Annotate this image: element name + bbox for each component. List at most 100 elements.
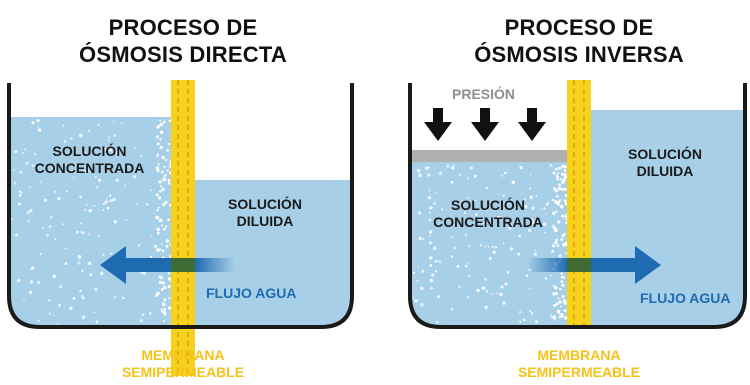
solute-particle	[446, 164, 450, 168]
solute-particle	[438, 260, 441, 264]
solute-particle	[167, 306, 172, 310]
solute-particle	[485, 209, 488, 211]
solute-particle	[558, 300, 562, 304]
solute-particle	[557, 200, 561, 204]
solute-particle	[430, 286, 433, 290]
solute-particle	[115, 178, 119, 182]
solute-particle	[553, 187, 556, 190]
solute-particle	[37, 128, 42, 132]
solute-particle	[552, 315, 557, 320]
solute-particle	[163, 312, 167, 316]
solute-particle	[560, 305, 562, 308]
right-title: PROCESO DE ÓSMOSIS INVERSA	[429, 14, 729, 68]
solute-particle	[165, 225, 168, 228]
right-diluted-line2: DILUIDA	[636, 163, 694, 179]
solute-particle	[518, 234, 522, 238]
solute-particle	[509, 218, 512, 221]
solute-particle	[485, 186, 489, 190]
solute-particle	[47, 299, 51, 302]
left-diluted-label: SOLUCIÓN DILUIDA	[205, 196, 325, 230]
solute-particle	[155, 193, 159, 197]
solute-particle	[525, 274, 529, 277]
solute-particle	[563, 173, 567, 176]
solute-particle	[156, 248, 160, 252]
solute-particle	[110, 252, 113, 255]
solute-particle	[485, 290, 489, 293]
solute-particle	[559, 288, 562, 291]
solute-particle	[52, 274, 56, 279]
solute-particle	[466, 261, 469, 264]
solute-particle	[93, 311, 96, 314]
solute-particle	[561, 187, 564, 191]
solute-particle	[555, 302, 559, 306]
solute-particle	[149, 312, 152, 315]
solute-particle	[529, 195, 533, 200]
left-title: PROCESO DE ÓSMOSIS DIRECTA	[33, 14, 333, 68]
solute-particle	[560, 280, 564, 283]
solute-particle	[163, 176, 166, 178]
solute-particle	[64, 262, 68, 265]
left-title-line1: PROCESO DE	[108, 15, 258, 40]
right-title-line1: PROCESO DE	[504, 15, 654, 40]
solute-particle	[552, 226, 555, 230]
solute-particle	[156, 209, 159, 212]
solute-particle	[517, 252, 521, 256]
solute-particle	[502, 194, 505, 197]
solute-particle	[554, 240, 558, 245]
solute-particle	[169, 255, 172, 258]
solute-particle	[18, 194, 22, 197]
solute-particle	[549, 314, 552, 317]
solute-particle	[161, 310, 163, 313]
solute-particle	[530, 218, 534, 222]
solute-particle	[551, 316, 553, 319]
right-concentrated-label: SOLUCIÓN CONCENTRADA	[413, 197, 563, 231]
solute-particle	[85, 203, 88, 206]
solute-particle	[169, 164, 171, 167]
solute-particle	[433, 246, 437, 250]
solute-particle	[427, 196, 431, 200]
solute-particle	[519, 320, 522, 324]
solute-particle	[125, 219, 128, 222]
solute-particle	[162, 285, 166, 289]
solute-particle	[64, 247, 67, 250]
solute-particle	[468, 204, 471, 207]
solute-particle	[93, 205, 96, 207]
solute-particle	[413, 271, 416, 274]
solute-particle	[562, 299, 566, 303]
solute-particle	[21, 191, 23, 194]
solute-particle	[150, 235, 153, 237]
solute-particle	[156, 168, 160, 172]
solute-particle	[161, 249, 165, 253]
solute-particle	[71, 169, 74, 172]
solute-particle	[77, 254, 82, 259]
right-membrane	[567, 80, 591, 326]
solute-particle	[161, 187, 165, 192]
solute-particle	[162, 177, 167, 182]
solute-particle	[498, 193, 500, 196]
solute-particle	[468, 245, 471, 248]
left-water-diluted	[195, 180, 352, 327]
solute-particle	[417, 211, 422, 215]
right-container-outline	[408, 83, 747, 329]
solute-particle	[89, 273, 93, 277]
solute-particle	[428, 230, 433, 234]
solute-particle	[166, 245, 169, 248]
solute-particle	[154, 244, 158, 248]
solute-particle	[487, 246, 490, 248]
solute-particle	[420, 303, 424, 307]
left-container-outline	[7, 83, 354, 329]
solute-particle	[560, 272, 563, 275]
solute-particle	[555, 167, 558, 171]
solute-particle	[109, 194, 112, 197]
solute-particle	[155, 135, 159, 139]
solute-particle	[168, 142, 171, 146]
solute-particle	[412, 296, 415, 299]
solute-particle	[164, 173, 167, 177]
solute-particle	[82, 150, 86, 154]
solute-particle	[114, 296, 116, 299]
right-water-diluted	[591, 110, 745, 327]
solute-particle	[36, 119, 40, 123]
solute-particle	[37, 319, 40, 323]
solute-particle	[528, 228, 532, 232]
solute-particle	[552, 292, 556, 296]
